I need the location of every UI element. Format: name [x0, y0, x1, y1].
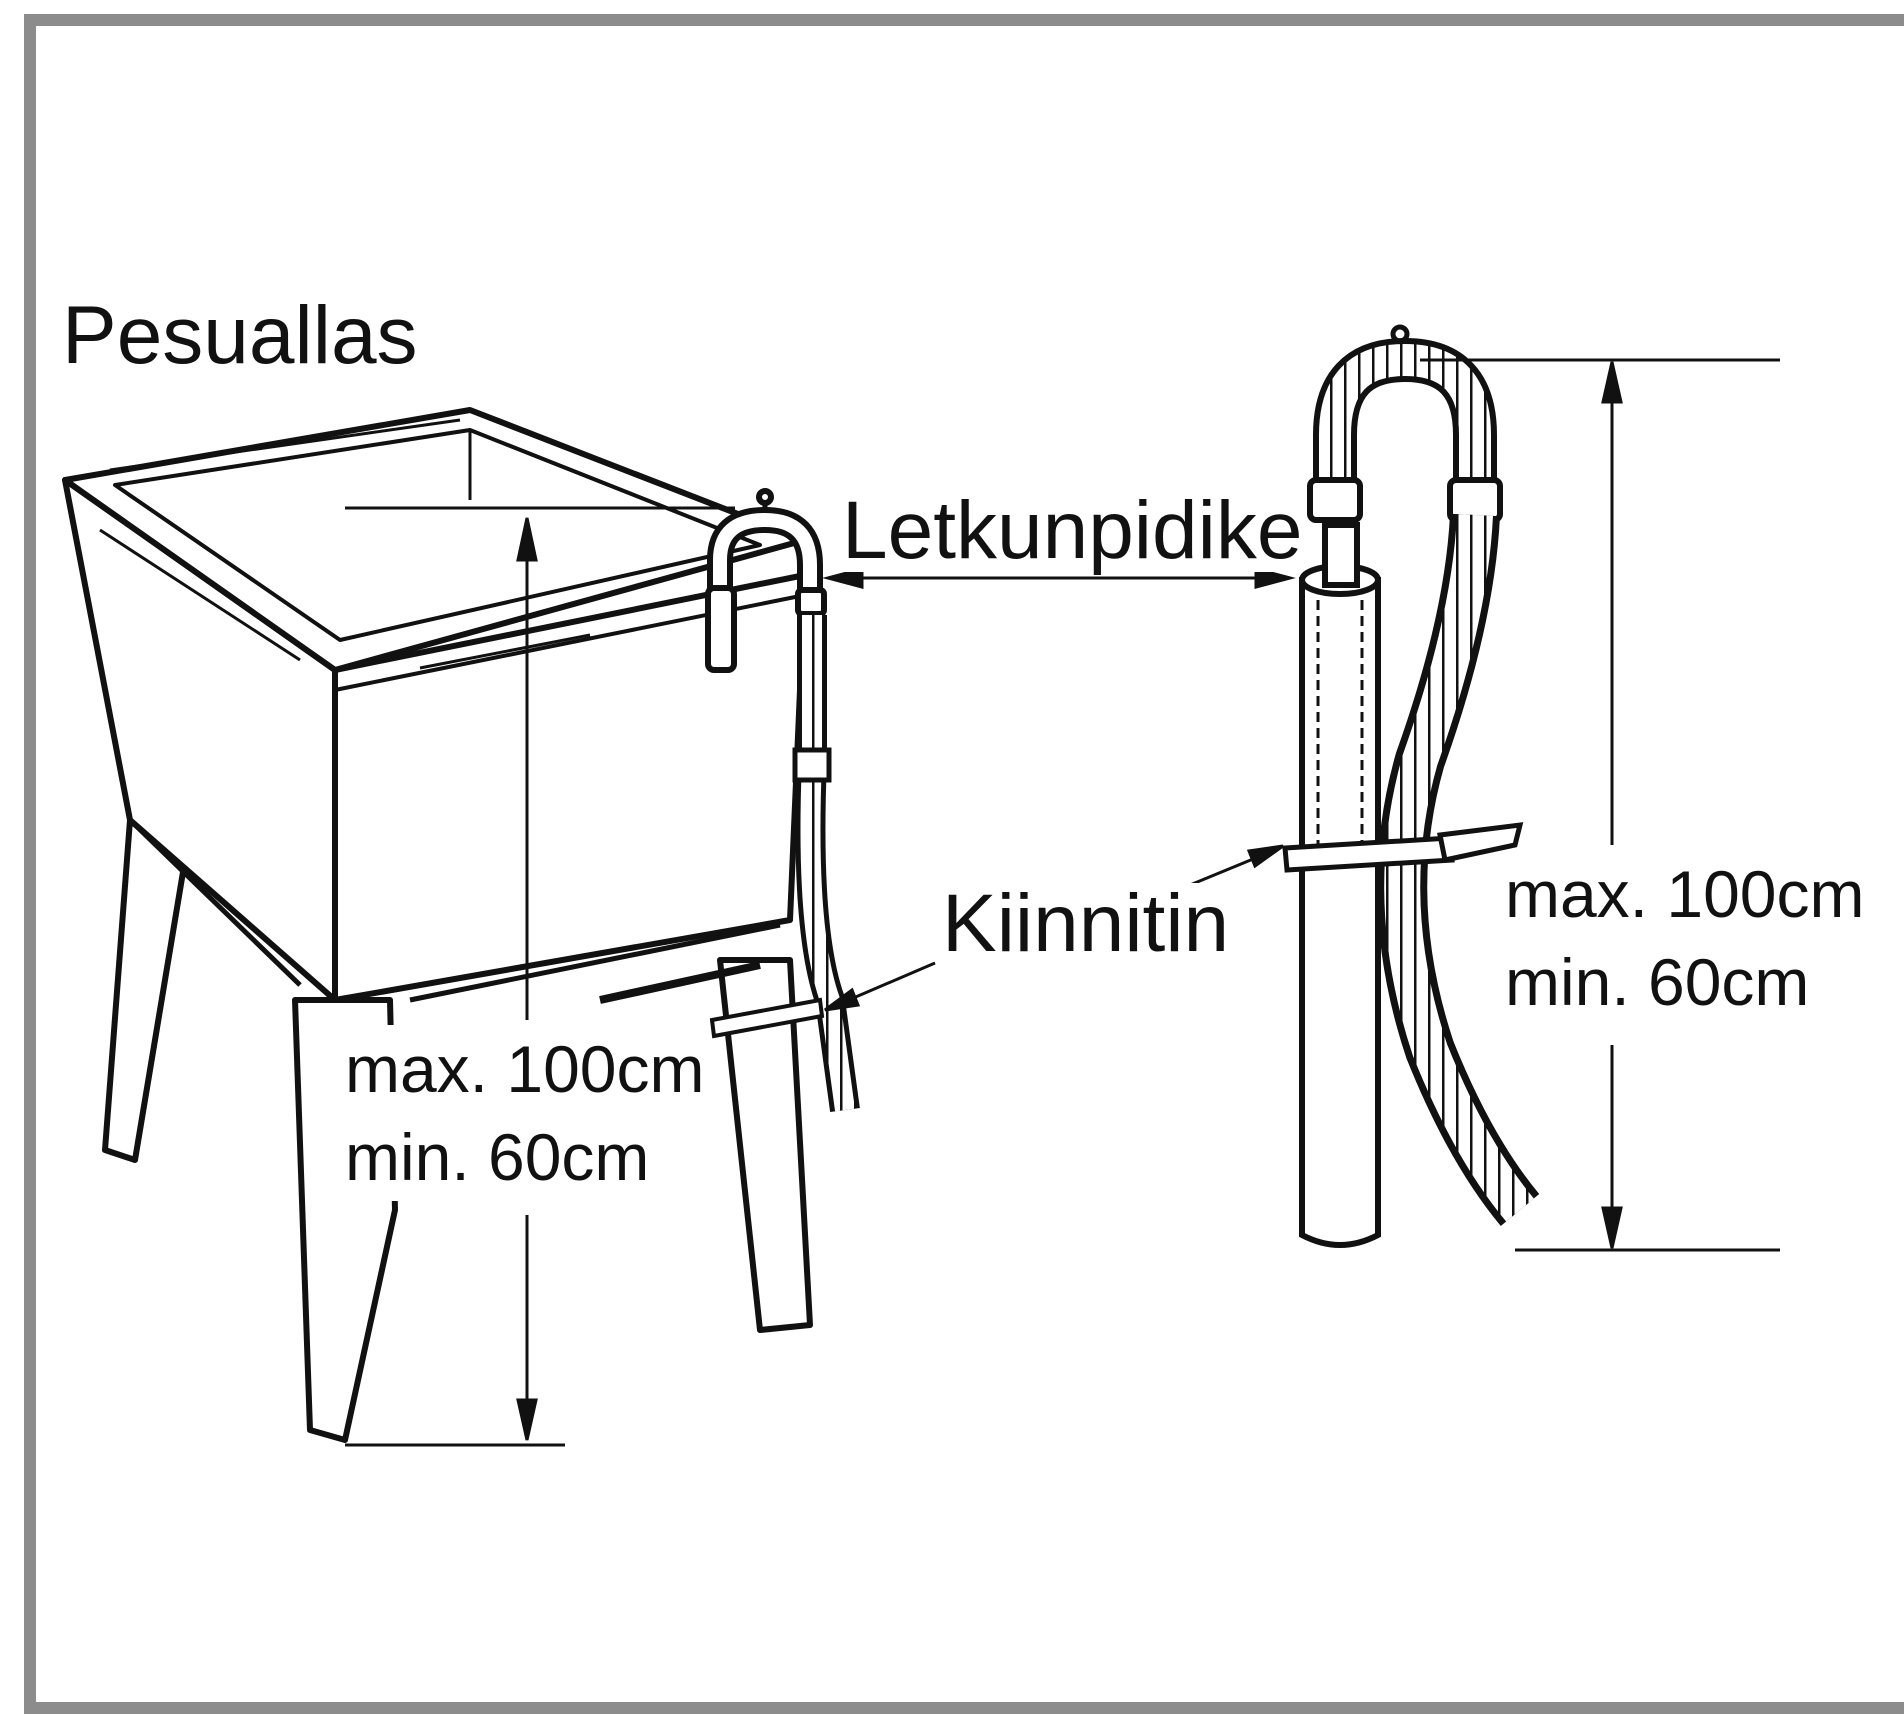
pipe-max-height: max. 100cm: [1505, 857, 1865, 931]
fastener-leader: [824, 844, 1284, 1012]
fastener-label: Kiinnitin: [942, 878, 1230, 969]
pipe-fastener: [1282, 822, 1524, 873]
sink-min-height: min. 60cm: [345, 1120, 650, 1194]
sink-dimension: [345, 506, 735, 1447]
sink-max-height: max. 100cm: [345, 1032, 705, 1106]
hose-holder-leader: [822, 567, 1296, 589]
pipe-measurement: max. 100cm min. 60cm: [1505, 850, 1865, 1026]
sink-fastener: [709, 997, 825, 1039]
sink-measurement: max. 100cm min. 60cm: [345, 1025, 705, 1201]
pipe-dimension: [1420, 358, 1780, 1252]
sink-hose-hook: [705, 488, 827, 673]
sink-drain-hose: [792, 615, 860, 1113]
sink-illustration: [62, 407, 813, 1443]
hose-holder-label: Letkunpidike: [842, 485, 1303, 576]
standpipe: [1299, 522, 1381, 1248]
sink-label: Pesuallas: [62, 290, 418, 381]
pipe-hose-hook: [1307, 324, 1503, 523]
pipe-drain-hose: [1377, 513, 1540, 1227]
pipe-min-height: min. 60cm: [1505, 945, 1810, 1019]
installation-diagram: [62, 324, 1780, 1447]
